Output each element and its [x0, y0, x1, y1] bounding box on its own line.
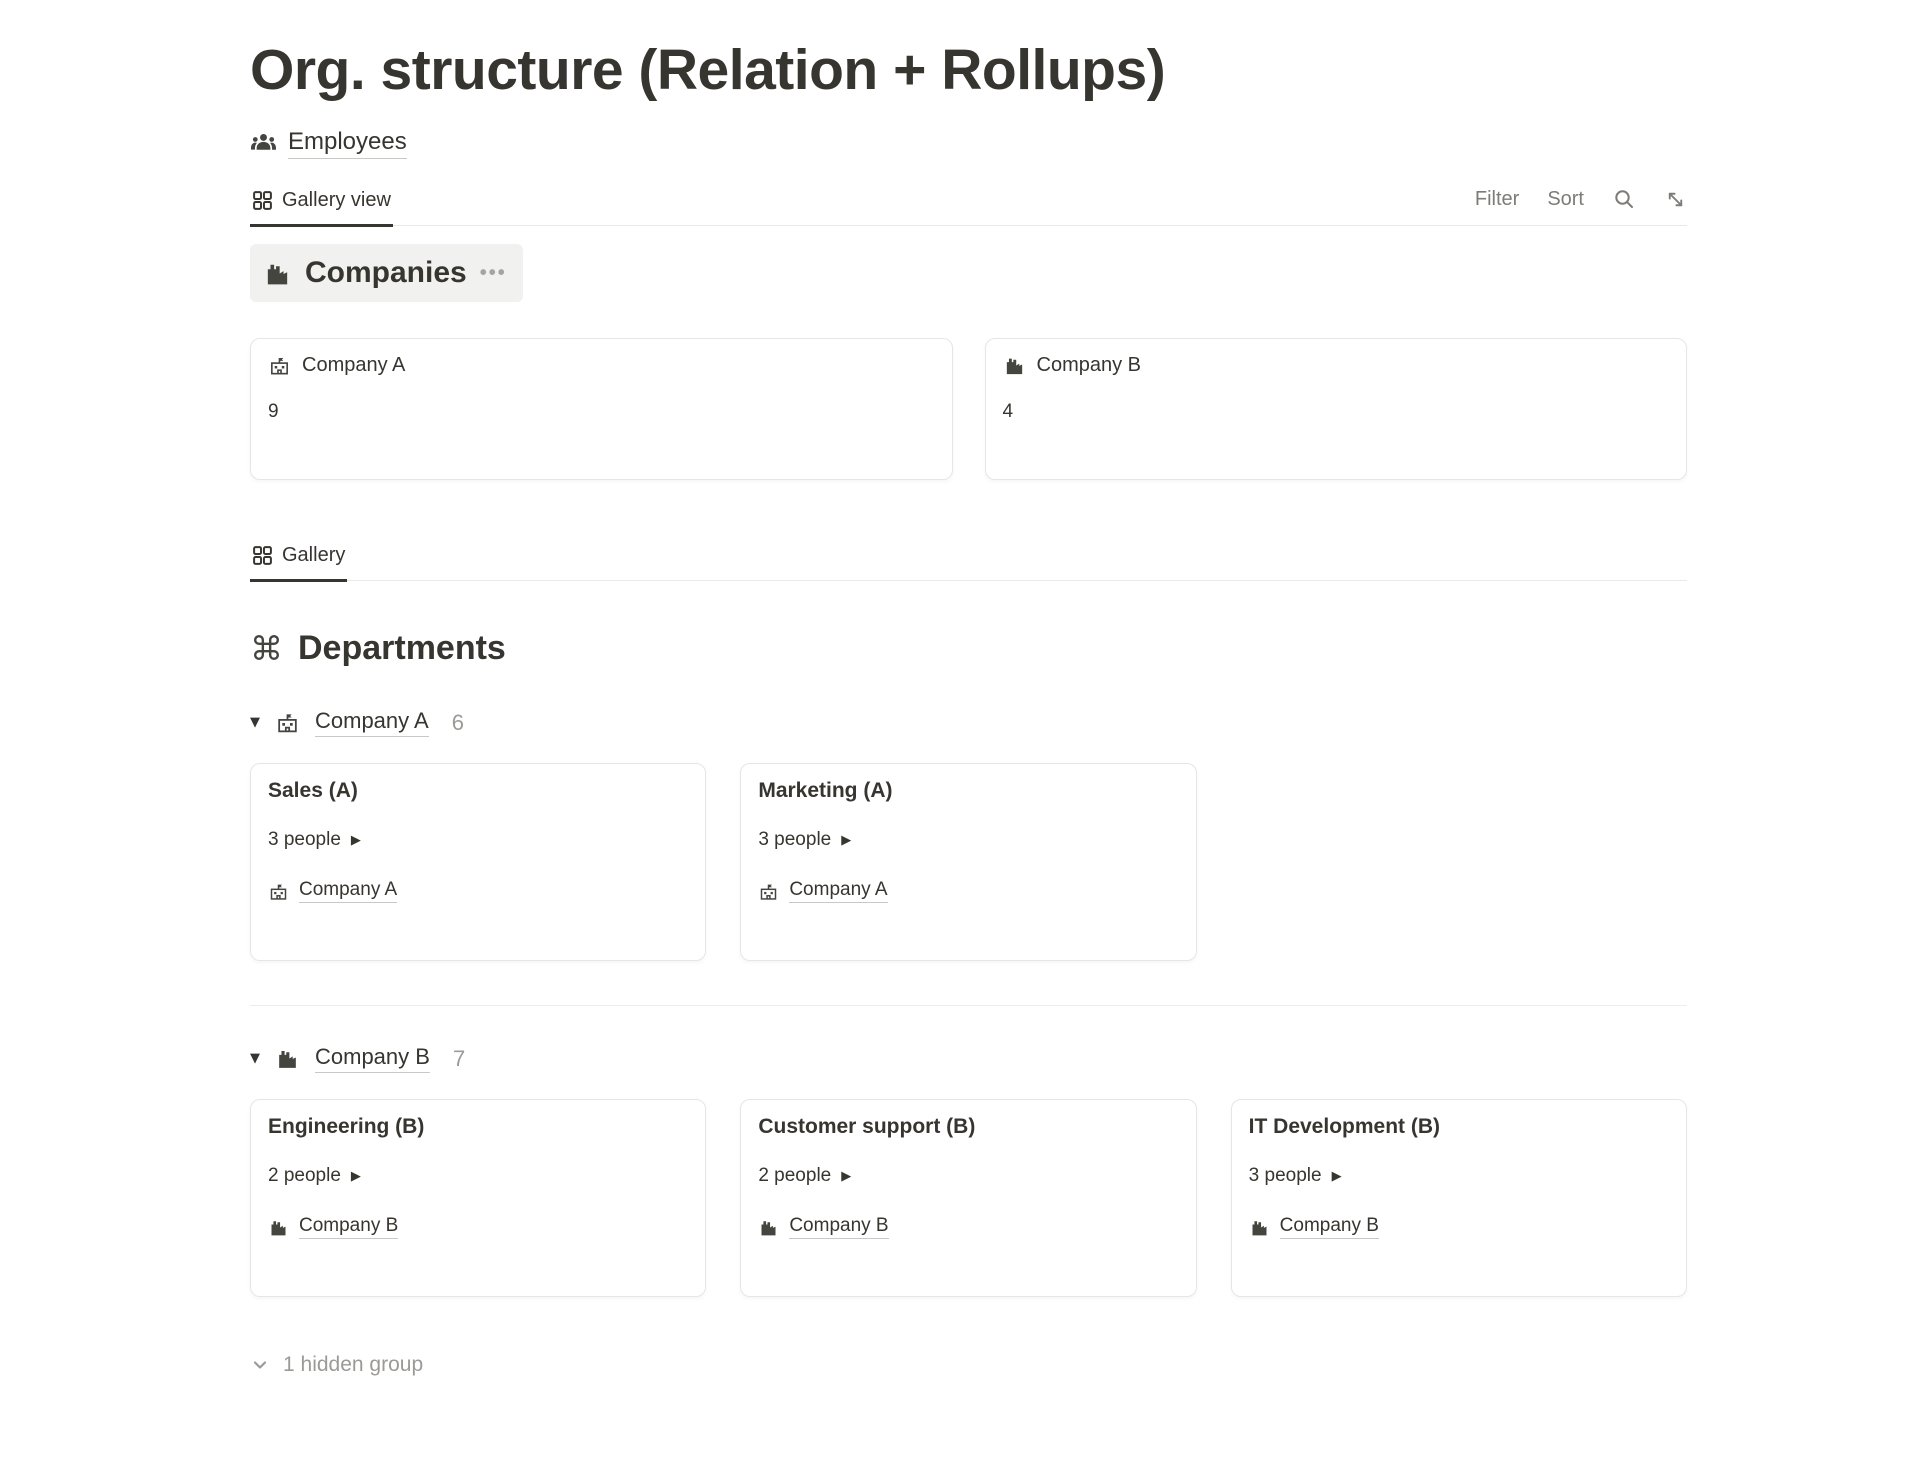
- triangle-down-icon[interactable]: ▼: [250, 715, 260, 731]
- card-title-row: Customer support (B): [758, 1115, 1178, 1139]
- expand-icon[interactable]: [1664, 188, 1687, 211]
- group-divider: [250, 1005, 1687, 1007]
- hidden-group-label: 1 hidden group: [283, 1353, 424, 1377]
- view-tabs-bar-secondary: Gallery: [250, 536, 1687, 583]
- company-relation: Company B: [758, 1215, 1178, 1240]
- factory-icon: [268, 1217, 289, 1238]
- triangle-right-icon[interactable]: ▶: [350, 1168, 361, 1184]
- triangle-right-icon[interactable]: ▶: [1331, 1168, 1342, 1184]
- departments-card-grid-b: Engineering (B) 2 people ▶ Company B Cus…: [250, 1099, 1687, 1298]
- people-count: 3 people: [268, 829, 341, 851]
- breadcrumb: Employees: [250, 128, 1687, 160]
- factory-icon: [1249, 1217, 1270, 1238]
- tab-gallery-view[interactable]: Gallery view: [250, 181, 393, 228]
- companies-section-header[interactable]: Companies •••: [250, 244, 523, 303]
- card-title: Marketing (A): [758, 779, 893, 803]
- people-count: 2 people: [758, 1165, 832, 1187]
- departments-card-grid-a: Sales (A) 3 people ▶ Company A: [250, 763, 1687, 962]
- card-title-row: Company B: [1003, 354, 1670, 377]
- card-title: Company B: [1036, 354, 1142, 377]
- people-count: 3 people: [1248, 1165, 1322, 1187]
- employees-link[interactable]: Employees: [288, 128, 407, 160]
- company-link[interactable]: Company B: [1279, 1215, 1379, 1240]
- company-card-b[interactable]: Company B 4: [984, 338, 1687, 481]
- triangle-down-icon[interactable]: ▼: [250, 1051, 260, 1067]
- people-count: 3 people: [758, 829, 832, 851]
- rollup-value: 9: [268, 401, 279, 423]
- page-container: Org. structure (Relation + Rollups) Empl…: [250, 0, 1687, 1377]
- school-icon: [758, 881, 779, 902]
- card-title: Engineering (B): [268, 1115, 425, 1139]
- gallery-icon: [252, 190, 273, 211]
- company-relation: Company A: [268, 879, 688, 904]
- card-title-row: IT Development (B): [1249, 1115, 1669, 1139]
- factory-icon: [758, 1217, 779, 1238]
- company-link[interactable]: Company B: [299, 1215, 399, 1240]
- companies-section-title: Companies: [305, 256, 467, 290]
- group-header-company-a: ▼ Company A 6: [250, 708, 1687, 738]
- card-title-row: Engineering (B): [268, 1115, 688, 1139]
- people-rollup: 2 people ▶: [758, 1165, 1178, 1187]
- command-icon: ⌘: [250, 629, 283, 669]
- chevron-down-icon: [250, 1355, 270, 1375]
- gallery-icon: [252, 545, 273, 566]
- tab-label: Gallery view: [282, 189, 391, 212]
- card-title-row: Marketing (A): [758, 779, 1178, 803]
- company-relation: Company B: [1249, 1215, 1669, 1240]
- company-link[interactable]: Company A: [789, 879, 888, 904]
- view-tabs-bar: Gallery view Filter Sort: [250, 181, 1687, 228]
- school-icon: [275, 710, 300, 735]
- empty-grid-cell: [1231, 763, 1687, 961]
- people-icon: [250, 130, 277, 157]
- sort-button[interactable]: Sort: [1547, 187, 1584, 210]
- company-link[interactable]: Company B: [789, 1215, 889, 1240]
- companies-card-grid: Company A 9 Company B 4: [250, 338, 1687, 481]
- people-rollup: 3 people ▶: [268, 829, 688, 851]
- company-link[interactable]: Company A: [299, 879, 398, 904]
- filter-button[interactable]: Filter: [1474, 187, 1520, 210]
- card-title-row: Sales (A): [268, 779, 688, 803]
- tab-gallery[interactable]: Gallery: [250, 536, 348, 583]
- card-title: Customer support (B): [758, 1115, 976, 1139]
- dept-card-marketing-a[interactable]: Marketing (A) 3 people ▶ Compa: [740, 763, 1197, 962]
- company-card-a[interactable]: Company A 9: [250, 338, 953, 481]
- triangle-right-icon[interactable]: ▶: [841, 1168, 852, 1184]
- people-rollup: 3 people ▶: [1249, 1165, 1669, 1187]
- dots-menu-icon[interactable]: •••: [479, 261, 507, 284]
- hidden-group-toggle[interactable]: 1 hidden group: [250, 1353, 1687, 1377]
- group-name-link[interactable]: Company B: [315, 1044, 430, 1074]
- rollup-value: 4: [1002, 401, 1014, 423]
- people-rollup: 3 people ▶: [758, 829, 1178, 851]
- group-count: 7: [452, 1045, 466, 1071]
- people-count: 2 people: [268, 1165, 341, 1187]
- view-toolbar: Filter Sort: [1475, 187, 1687, 225]
- triangle-right-icon[interactable]: ▶: [841, 832, 852, 848]
- dept-card-sales-a[interactable]: Sales (A) 3 people ▶ Company A: [250, 763, 707, 962]
- factory-icon: [1003, 354, 1026, 377]
- departments-section-header: ⌘ Departments: [250, 629, 1687, 668]
- factory-icon: [275, 1046, 300, 1071]
- dept-card-engineering-b[interactable]: Engineering (B) 2 people ▶ Company B: [250, 1099, 707, 1298]
- dept-card-customer-support-b[interactable]: Customer support (B) 2 people ▶ Company …: [740, 1099, 1197, 1298]
- departments-section-title: Departments: [298, 629, 506, 668]
- group-count: 6: [451, 709, 464, 735]
- people-rollup: 2 people ▶: [268, 1165, 688, 1187]
- dept-card-it-development-b[interactable]: IT Development (B) 3 people ▶ Company B: [1230, 1099, 1687, 1298]
- group-name-link[interactable]: Company A: [315, 708, 429, 738]
- page-title: Org. structure (Relation + Rollups): [250, 38, 1166, 102]
- search-icon[interactable]: [1612, 187, 1636, 211]
- school-icon: [268, 354, 291, 377]
- group-header-company-b: ▼ Company B 7: [250, 1044, 1687, 1074]
- card-title: IT Development (B): [1248, 1115, 1441, 1139]
- tab-label: Gallery: [282, 544, 346, 567]
- company-relation: Company B: [268, 1215, 688, 1240]
- card-title: Sales (A): [268, 779, 358, 803]
- school-icon: [268, 881, 289, 902]
- triangle-right-icon[interactable]: ▶: [350, 832, 361, 848]
- card-title-row: Company A: [268, 354, 935, 377]
- factory-icon: [263, 259, 292, 288]
- company-relation: Company A: [758, 879, 1178, 904]
- card-title: Company A: [302, 354, 406, 377]
